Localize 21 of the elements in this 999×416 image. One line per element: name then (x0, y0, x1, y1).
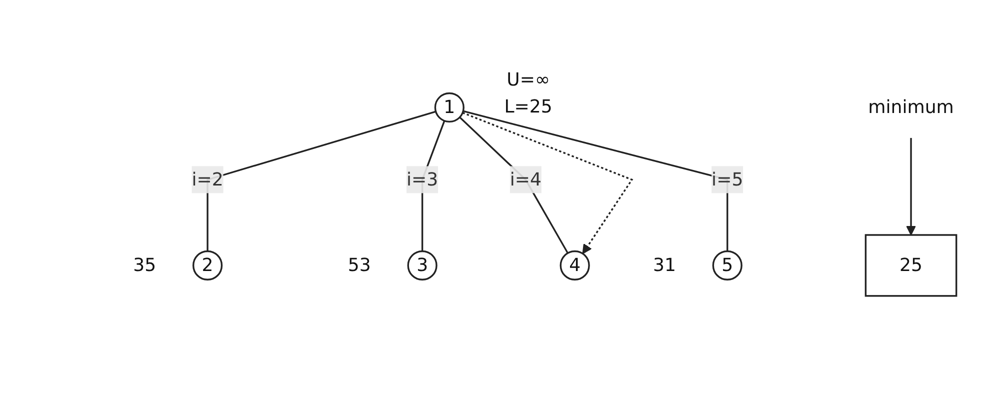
node-label: 35 (133, 254, 156, 276)
node-box: 25 (864, 234, 958, 298)
node-label: U=∞ (506, 68, 550, 90)
connector (459, 117, 568, 254)
connector (206, 111, 436, 252)
node-circle: 1 (434, 92, 464, 123)
arrow (462, 112, 634, 254)
node-circle: 5 (712, 250, 742, 281)
edge-label: i=5 (712, 168, 744, 190)
edge-label: i=2 (192, 168, 224, 190)
edge-label: i=3 (406, 168, 438, 190)
arrow (906, 138, 916, 236)
node-circle: 2 (192, 250, 223, 281)
node-label: 31 (652, 254, 676, 276)
node-label: 53 (348, 254, 371, 276)
node-circle: 3 (407, 250, 438, 281)
connector (462, 110, 728, 252)
node-label: L=25 (504, 96, 552, 118)
edge-label: i=4 (510, 168, 542, 190)
node-text: minimum (868, 96, 954, 118)
node-circle: 4 (560, 250, 590, 281)
